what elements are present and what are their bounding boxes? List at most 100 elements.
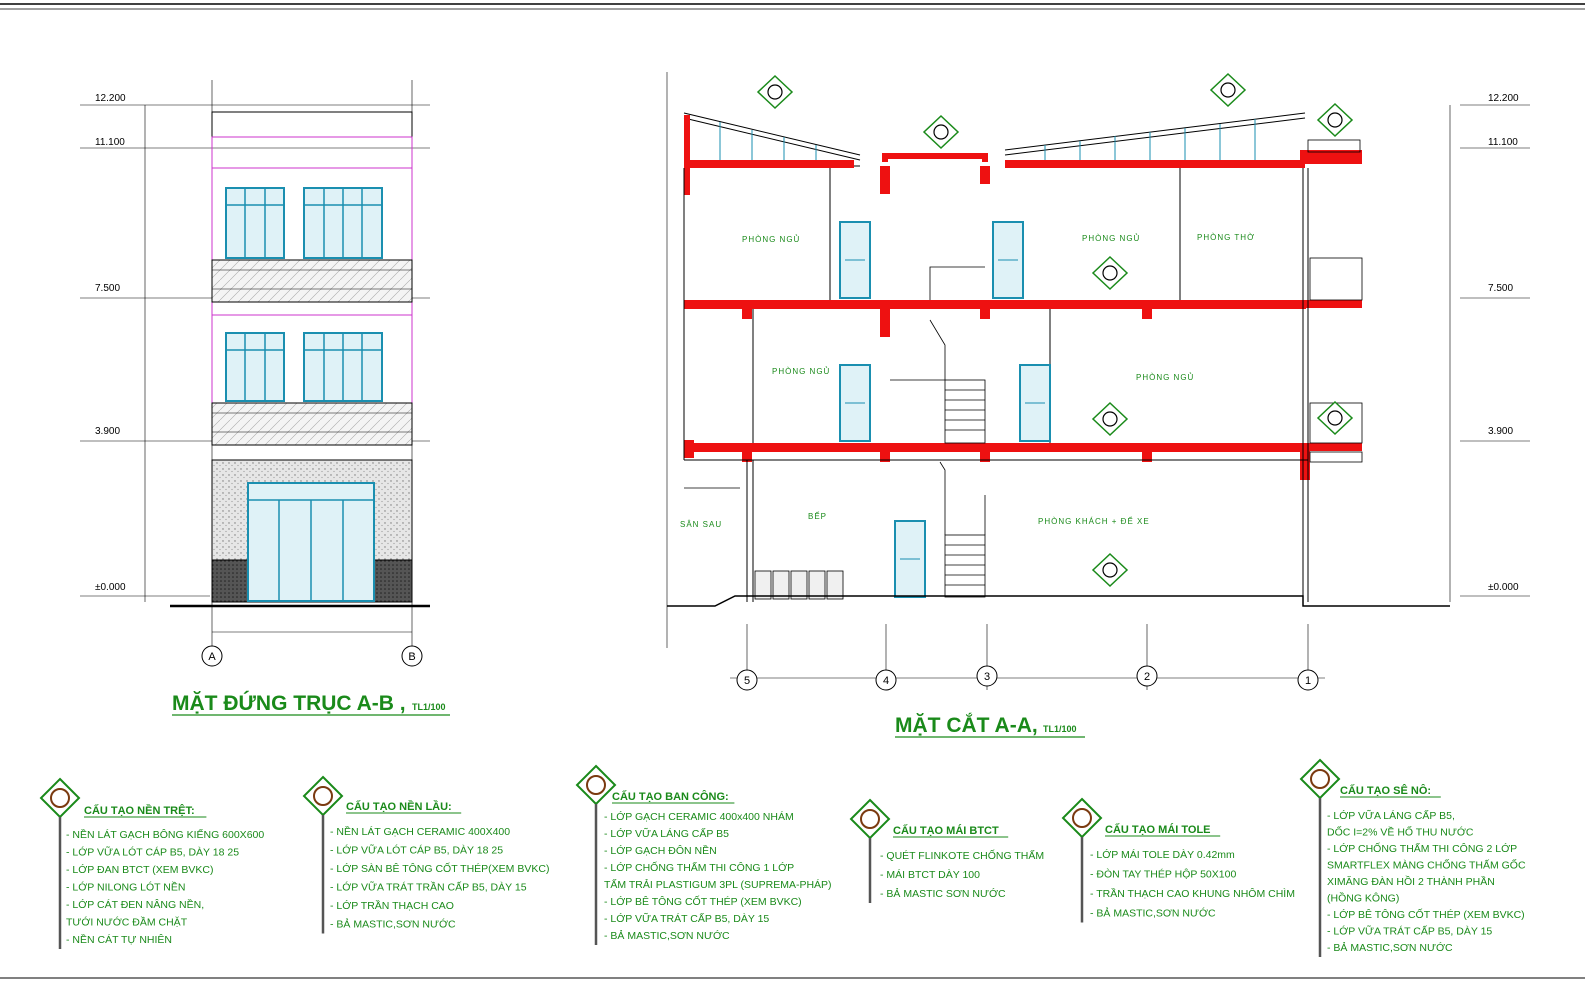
- section-view: PHÒNG NGỦ PHÒNG NGỦ PHÒNG THỜ PHÒNG NGỦ …: [666, 72, 1530, 738]
- room-r1-kitchen: BẾP: [808, 511, 827, 521]
- svg-text:B: B: [408, 651, 415, 663]
- sect-level-1: 12.200: [1488, 93, 1519, 104]
- legend-title: CẤU TẠO BAN CÔNG:: [612, 790, 729, 803]
- elev-level-4: 3.900: [95, 426, 120, 437]
- callout-marker: [1091, 401, 1129, 437]
- elevation-scale: TL1/100: [412, 702, 446, 712]
- callout-marker: [1209, 72, 1247, 108]
- legend-block: CẤU TẠO BAN CÔNG: - LỚP GẠCH CERAMIC 400x…: [575, 764, 832, 945]
- sect-axis-4: 4: [875, 669, 897, 691]
- legend-item: - LỚP GẠCH CERAMIC 400x400 NHÁM: [604, 810, 794, 823]
- legend-item: - NỀN LÁT GẠCH BÔNG KIẾNG 600X600: [66, 828, 264, 841]
- legend-item: DỐC I=2% VỀ HỐ THU NƯỚC: [1327, 825, 1474, 839]
- legend-marker-circle: [1072, 808, 1092, 828]
- legend-item: - LỚP BÊ TÔNG CỐT THÉP (XEM BVKC): [1327, 907, 1525, 921]
- room-r3-right: PHÒNG THỜ: [1197, 233, 1255, 242]
- svg-text:1: 1: [1305, 675, 1311, 687]
- legend-item: - LỚP ĐAN BTCT (XEM BVKC): [66, 863, 213, 876]
- legend-item: - BẢ MASTIC,SƠN NƯỚC: [330, 918, 456, 931]
- legend-marker-circle: [50, 788, 70, 808]
- window-floor3-left: [225, 187, 285, 259]
- legend-item: - LỚP CHỐNG THẤM THI CÔNG 1 LỚP: [604, 860, 794, 874]
- legend-item: - NỀN CÁT TỰ NHIÊN: [66, 933, 172, 946]
- legend-item: - BẢ MASTIC,SƠN NƯỚC: [604, 929, 730, 942]
- legend-item: - LỚP CHỐNG THẤM THI CÔNG 2 LỚP: [1327, 841, 1517, 855]
- svg-text:2: 2: [1144, 671, 1150, 683]
- elevation-title: MẶT ĐỨNG TRỤC A-B ,: [172, 691, 406, 715]
- legend-title: CẤU TẠO MÁI BTCT: [893, 824, 999, 837]
- callout-marker: [1316, 400, 1354, 436]
- legend-item: - LỚP VỮA LÓT CÁP B5, DÀY 18 25: [66, 846, 239, 859]
- section-title: MẶT CẮT A-A,: [895, 713, 1038, 737]
- legend-block: CẤU TẠO SÊ NÔ: - LỚP VỮA LÁNG CẤP B5, DỐC…: [1299, 758, 1526, 957]
- legend-item: - MÁI BTCT DÀY 100: [880, 868, 980, 881]
- sect-level-4: 3.900: [1488, 426, 1513, 437]
- legend-item: - LỚP VỮA LÓT CÁP B5, DÀY 18 25: [330, 844, 503, 857]
- ground-door: [247, 482, 375, 602]
- legend-marker-circle: [586, 775, 606, 795]
- legend-item: - ĐÒN TAY THÉP HỘP 50X100: [1090, 868, 1236, 881]
- legend-item: SMARTFLEX MÀNG CHỐNG THẤM GỐC: [1327, 858, 1526, 872]
- legend-item: - LỚP GẠCH ĐÔN NỀN: [604, 844, 717, 857]
- legend-item: - LỚP VỮA TRÁT TRẦN CẤP B5, DÀY 15: [330, 881, 527, 894]
- legend-item: - LỚP SÀN BÊ TÔNG CỐT THÉP(XEM BVKC): [330, 861, 549, 875]
- elev-level-2: 11.100: [95, 137, 125, 148]
- legend-item: TẤM TRẢI PLASTIGUM 3PL (SUPREMA-PHÁP): [604, 878, 832, 891]
- legend-marker-circle: [313, 786, 333, 806]
- sect-axis-2: 2: [1136, 665, 1158, 687]
- legend-item: - NỀN LÁT GẠCH CERAMIC 400X400: [330, 825, 510, 838]
- elev-level-5: ±0.000: [95, 582, 126, 593]
- callout-marker: [756, 74, 794, 110]
- legend-title: CẤU TẠO NỀN LẦU:: [346, 800, 452, 813]
- sect-axis-3: 3: [976, 665, 998, 687]
- legend-item: XIMĂNG ĐÀN HỒI 2 THÀNH PHẦN: [1327, 875, 1495, 888]
- window-floor2-right: [303, 332, 383, 402]
- room-r3-left: PHÒNG NGỦ: [742, 235, 800, 244]
- svg-text:4: 4: [883, 675, 889, 687]
- legend-title: CẤU TẠO SÊ NÔ:: [1340, 784, 1431, 797]
- legend-marker-circle: [1310, 769, 1330, 789]
- legend-item: - BẢ MASTIC,SƠN NƯỚC: [1327, 941, 1453, 954]
- elev-level-3: 7.500: [95, 283, 120, 294]
- elev-level-1: 12.200: [95, 93, 126, 104]
- elevation-view: 12.200 11.100 7.500 3.900 ±0.000 A B MẶT…: [80, 80, 450, 716]
- legend-item: - QUÉT FLINKOTE CHỐNG THẤM: [880, 848, 1044, 862]
- legend-item: TƯỚI NƯỚC ĐẦM CHẶT: [66, 916, 188, 929]
- legend-block: CẤU TẠO MÁI TOLE - LỚP MÁI TOLE DÀY 0.42m…: [1061, 797, 1295, 923]
- room-r2-left: PHÒNG NGỦ: [772, 367, 830, 376]
- legend-item: - LỚP TRẦN THẠCH CAO: [330, 899, 454, 912]
- svg-text:5: 5: [744, 675, 750, 687]
- section-scale: TL1/100: [1043, 724, 1077, 734]
- sheet-frame: [0, 3, 1585, 979]
- callout-marker: [1316, 102, 1354, 138]
- legend-item: - TRẦN THẠCH CAO KHUNG NHÔM CHÌM: [1090, 887, 1295, 900]
- sect-level-5: ±0.000: [1488, 582, 1519, 593]
- callout-marker: [922, 114, 960, 150]
- room-r1-living: PHÒNG KHÁCH + ĐỂ XE: [1038, 517, 1150, 526]
- callout-marker: [1091, 255, 1129, 291]
- sect-level-2: 11.100: [1488, 137, 1518, 148]
- legend-title: CẤU TẠO MÁI TOLE: [1105, 823, 1211, 836]
- sect-axis-5: 5: [736, 669, 758, 691]
- legend-item: - LỚP NILONG LÓT NỀN: [66, 881, 185, 894]
- legend-block: CẤU TẠO MÁI BTCT - QUÉT FLINKOTE CHỐNG TH…: [849, 798, 1044, 903]
- elev-axis-b: B: [401, 645, 423, 667]
- legend-item: - LỚP VỮA TRÁT CẤP B5, DÀY 15: [1327, 925, 1492, 938]
- staircase: [890, 266, 986, 598]
- legend-item: - LỚP VỮA TRÁT CẤP B5, DÀY 15: [604, 912, 769, 925]
- callout-marker: [1091, 552, 1129, 588]
- legend-item: (HỒNG KÔNG): [1327, 892, 1399, 905]
- legend-item: - LỚP CÁT ĐEN NÂNG NỀN,: [66, 898, 204, 911]
- legend-title: CẤU TẠO NỀN TRỆT:: [84, 804, 195, 817]
- legend-item: - LỚP VỮA LÁNG CẤP B5,: [1327, 809, 1455, 822]
- elev-axis-a: A: [201, 645, 223, 667]
- sect-level-3: 7.500: [1488, 283, 1513, 294]
- legend-block: CẤU TẠO NỀN TRỆT: - NỀN LÁT GẠCH BÔNG KIẾ…: [39, 777, 264, 949]
- room-r1-back: SÂN SAU: [680, 520, 722, 529]
- legend-item: - LỚP MÁI TOLE DÀY 0.42mm: [1090, 848, 1235, 861]
- window-floor2-left: [225, 332, 285, 402]
- sect-axis-1: 1: [1297, 669, 1319, 691]
- room-r2-right: PHÒNG NGỦ: [1136, 373, 1194, 382]
- legend-item: - LỚP BÊ TÔNG CỐT THÉP (XEM BVKC): [604, 894, 802, 908]
